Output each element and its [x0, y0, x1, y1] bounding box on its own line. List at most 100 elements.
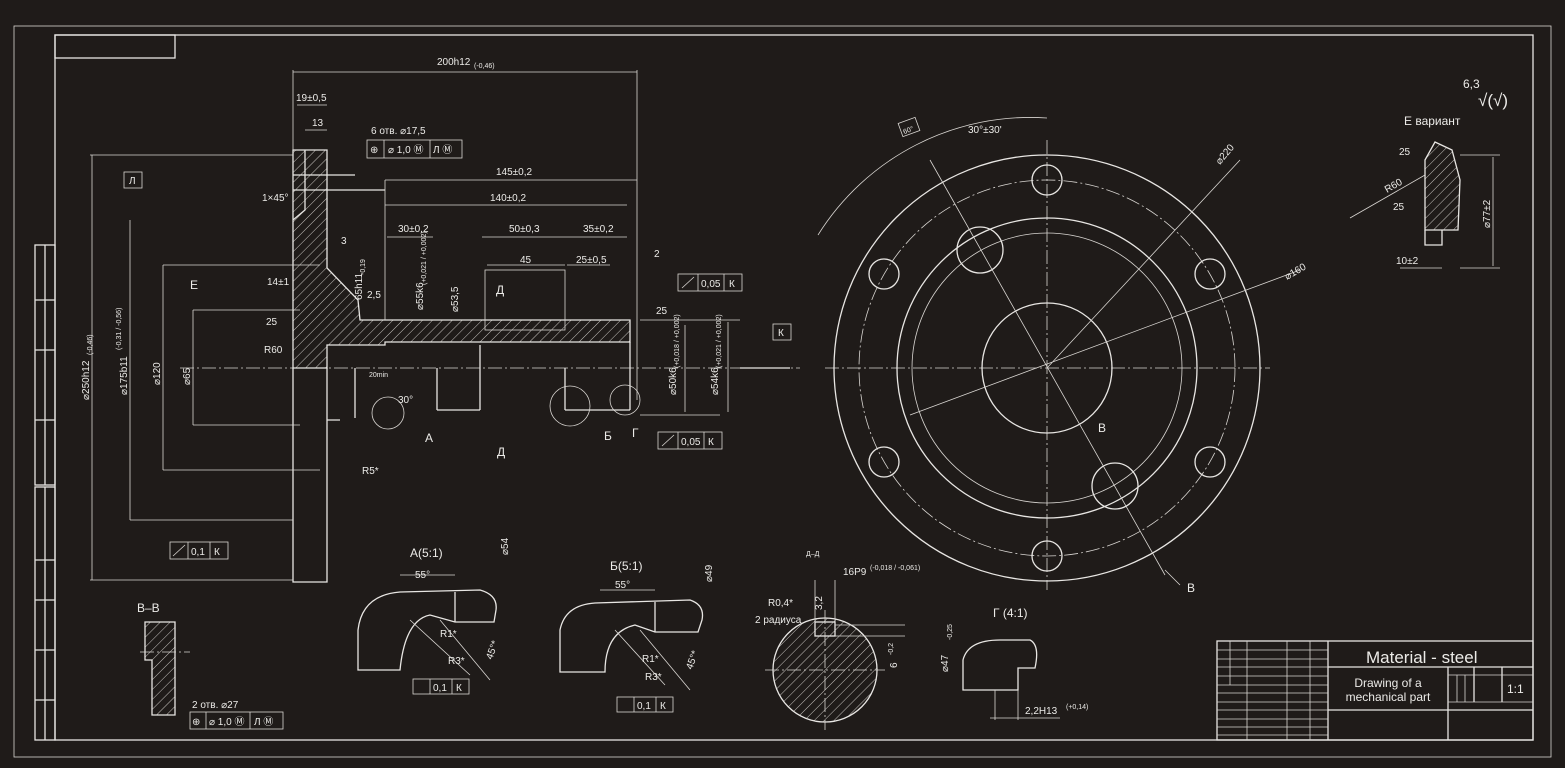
V1-label: В — [1098, 421, 1106, 435]
runout-frame-top: 0,05 К — [677, 273, 743, 292]
d250-tol-label: (-0,46) — [87, 334, 94, 355]
A51-label: А(5:1) — [410, 546, 443, 560]
h6-label: 6 — [889, 662, 900, 668]
d200-label: 200h12 — [437, 57, 471, 68]
r25b-label: 25 — [266, 317, 278, 328]
d35-label: 35±0,2 — [583, 224, 614, 235]
w16-tol-label: (-0,018 / -0,061) — [870, 565, 920, 572]
datum-l-label: Л — [129, 176, 136, 187]
datum-k-box — [772, 323, 792, 341]
B-label: Б — [604, 429, 612, 443]
D-label: Д — [496, 283, 504, 297]
d54k6-tol-label: (+0,021 / +0,002) — [716, 314, 723, 368]
DD-label: Д–Д — [806, 551, 820, 558]
a45a-label: 45°* — [484, 639, 501, 661]
E-var-label: E вариант — [1404, 114, 1461, 128]
d200-tol-label: (-0,46) — [474, 63, 495, 70]
w22-tol-label: (+0,14) — [1066, 704, 1088, 711]
d65h11-tol-label: -0,19 — [360, 259, 367, 275]
scale-label: 1:1 — [1507, 682, 1524, 696]
roughness-symbol: 6,3 √(√) — [1463, 77, 1508, 110]
chamfer-label: 1×45° — [262, 193, 289, 204]
r1b-label: R1* — [642, 654, 659, 665]
rbK-label: К — [660, 701, 666, 712]
title-block: Material - steel Drawing of a mechanical… — [1216, 640, 1534, 741]
runout-frame-bottom: 0,05 К — [657, 431, 723, 450]
e25b-label: 25 — [1393, 202, 1405, 213]
material-label: Material - steel — [1366, 648, 1477, 667]
runout3-label: 0,1 — [191, 547, 205, 558]
G41-label: Г (4:1) — [993, 606, 1028, 620]
G-label: Г — [632, 426, 639, 440]
d53-label: ⌀53,5 — [450, 286, 461, 312]
drawing-frame — [13, 25, 1552, 758]
r04-label: R0,4* — [768, 598, 793, 609]
a55b-label: 55° — [615, 580, 630, 591]
B51-label: Б(5:1) — [610, 559, 643, 573]
d120-label: ⌀120 — [152, 362, 163, 385]
d250-label: ⌀250h12 — [81, 360, 92, 400]
position-icon: ⊕ — [370, 145, 378, 156]
r5-label: R5* — [362, 466, 379, 477]
min20-label: 20min — [369, 372, 388, 379]
d50k6-tol-label: (+0,018 / +0,002) — [674, 314, 681, 368]
datum-l-box — [123, 171, 143, 189]
w22-label: 2,2H13 — [1025, 706, 1058, 717]
ra01-label: 0,1 — [433, 683, 447, 694]
d19-label: 19±0,5 — [296, 93, 327, 104]
vv-label: В–В — [137, 601, 160, 615]
d65h11-label: 65h11 — [354, 272, 365, 300]
K-label: К — [729, 279, 735, 290]
datum-k-label: К — [778, 328, 784, 339]
d14-label: 14±1 — [267, 277, 290, 288]
d220-label: ⌀220 — [1214, 142, 1237, 167]
a30-30-label: 30°±30' — [968, 125, 1002, 136]
datum-l-m2-label: Л Ⓜ — [254, 716, 273, 728]
d13-label: 13 — [312, 118, 324, 129]
r1a-label: R1* — [440, 629, 457, 640]
d45-label: 45 — [520, 255, 532, 266]
holes2-label: 2 отв. ⌀27 — [192, 700, 239, 711]
pos-tol-label: ⌀ 1,0 Ⓜ — [388, 144, 423, 156]
d160-label: ⌀160 — [1283, 262, 1309, 283]
detail-g: Г (4:1) 2,2H13 (+0,14) ⌀47 -0,25 — [940, 606, 1088, 720]
holes6-label: 6 отв. ⌀17,5 — [371, 126, 426, 137]
r25a-label: 2,5 — [367, 290, 381, 301]
d54k6-label: ⌀54k6 — [710, 367, 721, 395]
D2-label: Д — [497, 445, 505, 459]
position-tolerance-frame: ⊕ ⌀ 1,0 Ⓜ Л Ⓜ — [366, 139, 463, 159]
d175-label: ⌀175b11 — [119, 356, 130, 395]
K3-label: К — [214, 547, 220, 558]
d49-label: ⌀49 — [704, 564, 715, 582]
datum-l-m-label: Л Ⓜ — [433, 144, 452, 156]
raK-label: К — [456, 683, 462, 694]
d55k6-tol-label: (+0,021 / +0,002) — [421, 231, 428, 285]
d25-05-label: 25±0,5 — [576, 255, 607, 266]
d54-label: ⌀54 — [500, 537, 511, 555]
runout-label: 0,05 — [701, 279, 721, 290]
A-label: А — [425, 431, 433, 445]
n2-label: 2 — [654, 249, 660, 260]
e10-label: 10±2 — [1396, 256, 1419, 267]
d145-label: 145±0,2 — [496, 167, 533, 178]
n3-label: 3 — [341, 236, 347, 247]
e77-label: ⌀77±2 — [1482, 199, 1493, 228]
detail-e-variant: E вариант 25 25 R60 10±2 ⌀77±2 — [1349, 114, 1500, 269]
d47-label: ⌀47 — [940, 654, 951, 672]
d50-label: 50±0,3 — [509, 224, 540, 235]
shaft-section-view — [90, 70, 800, 583]
r60-label: R60 — [264, 345, 283, 356]
V2-label: В — [1187, 581, 1195, 595]
a60-label: 60° — [902, 125, 915, 136]
d30-label: 30±0,2 — [398, 224, 429, 235]
d175-tol-label: (-0,31 / -0,56) — [116, 308, 123, 350]
h32-label: 3,2 — [814, 596, 825, 610]
d50k6-label: ⌀50k6 — [668, 367, 679, 395]
runout2-label: 0,05 — [681, 437, 701, 448]
E-label: E — [190, 278, 198, 292]
K2-label: К — [708, 437, 714, 448]
d47-tol-label: -0,25 — [947, 624, 954, 640]
